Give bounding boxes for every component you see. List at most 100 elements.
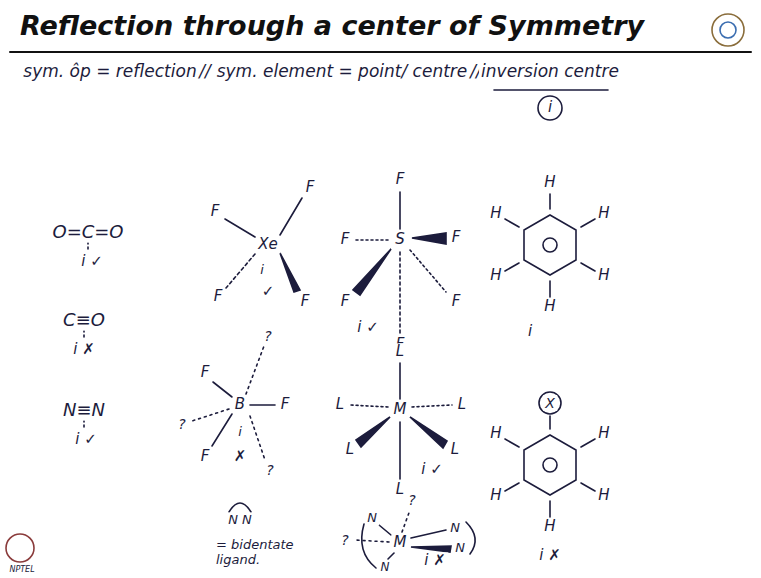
hash-bond: [350, 405, 388, 407]
handwritten-label: i ✗: [537, 547, 563, 564]
dotted-line: [246, 346, 264, 394]
inversion-centre-mark: [543, 238, 557, 252]
handwritten-label: H: [488, 425, 503, 442]
handwritten-label: F: [450, 229, 463, 246]
handwritten-label: Xe: [256, 236, 280, 253]
hash-bond: [356, 239, 388, 241]
circle-mark: [538, 96, 562, 120]
handwritten-label: i: [546, 99, 554, 116]
circle-mark: [539, 392, 561, 414]
axis-line: [87, 242, 89, 252]
bond: [505, 483, 519, 491]
handwritten-label: F: [450, 293, 463, 310]
bond: [399, 192, 401, 229]
handwritten-label: ?: [262, 328, 273, 344]
handwritten-label: H: [488, 205, 503, 222]
handwritten-label: L: [334, 396, 346, 413]
dotted-line: [250, 416, 265, 460]
handwritten-label: F: [304, 179, 317, 196]
handwritten-label: ?: [339, 532, 350, 548]
handwritten-label: i ✗: [71, 341, 97, 358]
bond: [388, 553, 394, 559]
bond: [225, 219, 255, 237]
handwritten-label: F: [279, 396, 292, 413]
underline: [494, 89, 608, 91]
wedge-bond: [410, 417, 447, 448]
bond: [399, 363, 401, 399]
handwritten-label: X: [543, 395, 557, 411]
bond: [505, 219, 519, 227]
bond: [549, 194, 551, 209]
handwritten-label: H: [488, 267, 503, 284]
handwritten-label: S: [393, 231, 407, 248]
bond: [399, 422, 401, 479]
handwritten-label: ✓: [260, 283, 277, 300]
handwritten-label: F: [199, 364, 212, 381]
bond: [549, 501, 551, 517]
bond: [379, 525, 391, 535]
handwritten-label: O=C=O: [50, 222, 125, 243]
handwritten-label: H: [596, 425, 611, 442]
bond: [411, 530, 446, 538]
handwritten-label: //: [197, 62, 212, 82]
bond: [505, 263, 519, 271]
slide-title: Reflection through a center of Symmetry: [20, 10, 644, 41]
handwritten-label: inversion centre: [479, 62, 621, 82]
handwritten-label: i: [236, 425, 244, 440]
handwritten-label: N N: [226, 513, 254, 528]
handwritten-label: = bidentate ligand.: [214, 538, 310, 568]
handwritten-label: B: [233, 396, 247, 413]
handwritten-label: H: [488, 487, 503, 504]
bond: [581, 439, 595, 447]
handwritten-label: M: [392, 401, 409, 418]
bond: [581, 263, 595, 271]
axis-line: [83, 420, 85, 430]
handwritten-label: H: [542, 518, 557, 535]
wedge-bond: [280, 253, 300, 292]
ligand-arc: [229, 503, 251, 512]
hash-bond: [226, 254, 255, 288]
handwritten-label: H: [542, 298, 557, 315]
handwritten-label: i ✓: [355, 319, 381, 336]
bond: [549, 416, 551, 429]
handwritten-label: ?: [264, 462, 275, 478]
bond: [250, 404, 275, 406]
title-rule: [10, 51, 751, 53]
logo: [712, 14, 744, 46]
handwritten-label: F: [299, 293, 312, 310]
bond: [581, 483, 595, 491]
handwritten-label: L: [456, 396, 468, 413]
handwritten-label: NPTEL: [7, 565, 36, 574]
handwritten-label: C≡O: [61, 310, 107, 331]
bond: [549, 281, 551, 297]
dotted-line: [355, 540, 389, 542]
handwritten-label: i ✓: [73, 431, 99, 448]
handwritten-label: H: [596, 205, 611, 222]
handwritten-label: H: [596, 267, 611, 284]
handwritten-label: i ✓: [419, 461, 445, 478]
axis-line: [83, 330, 85, 340]
handwritten-label: N≡N: [61, 400, 107, 421]
ligand-arc: [466, 522, 475, 554]
handwritten-label: i ✓: [79, 253, 105, 270]
handwritten-label: ?: [406, 492, 417, 508]
handwritten-label: L: [394, 343, 406, 360]
dotted-line: [402, 510, 410, 532]
benzene-ring: [524, 215, 576, 275]
hash-bond: [412, 405, 452, 407]
handwritten-label: L: [449, 441, 461, 458]
logo: [6, 534, 34, 562]
bond: [581, 219, 595, 227]
handwritten-label: sym. element = point/ centre: [215, 62, 470, 82]
handwritten-label: F: [394, 171, 407, 188]
bond: [280, 198, 302, 235]
hash-bond: [410, 250, 446, 292]
handwritten-label: N: [365, 511, 379, 526]
handwritten-label: ✗: [232, 448, 249, 465]
handwritten-label: H: [596, 487, 611, 504]
handwritten-label: L: [394, 481, 406, 498]
dotted-line: [192, 409, 229, 421]
axis-line: [399, 252, 401, 333]
handwritten-label: F: [199, 448, 212, 465]
